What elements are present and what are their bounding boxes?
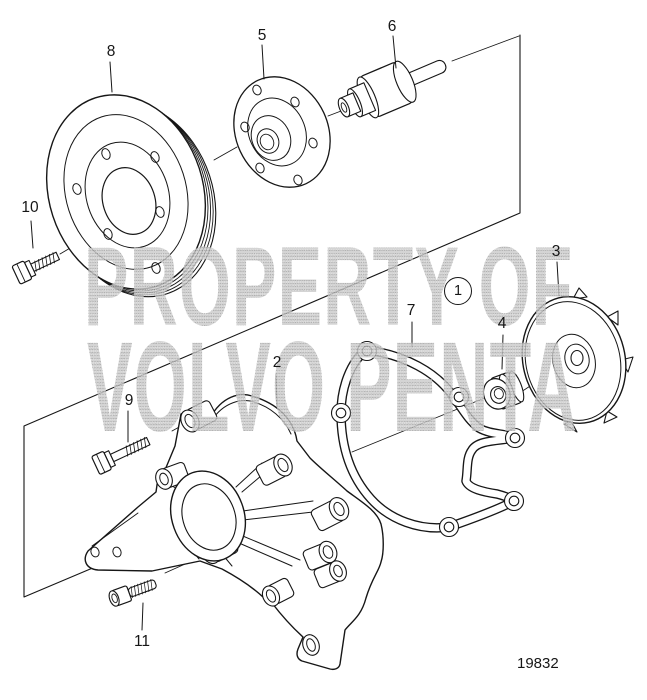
callout-1-label: 1 xyxy=(453,283,463,299)
part-11-bolt xyxy=(108,578,157,607)
callout-1-circled: 1 xyxy=(444,277,472,305)
part-9-bolt xyxy=(91,436,151,475)
part-8-pulley xyxy=(45,94,217,298)
part-3-impeller xyxy=(521,287,634,433)
part-10-bolt xyxy=(11,251,60,285)
part-6-shaft-bearing xyxy=(337,59,447,119)
part-4-seal xyxy=(482,371,525,410)
drawing-number: 19832 xyxy=(517,655,559,672)
frame-lines xyxy=(23,34,521,598)
part-5-hub-flange xyxy=(233,76,331,188)
part-2-pump-housing xyxy=(84,393,384,671)
